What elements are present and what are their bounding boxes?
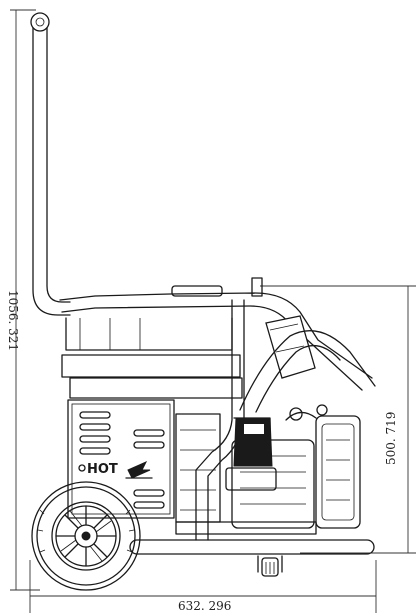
side-panel: HOT <box>67 399 175 519</box>
fuel-filter-black <box>225 417 277 491</box>
dimension-width-total-label: 632. 296 <box>178 599 231 613</box>
dimension-height-frame-label: 500. 719 <box>384 412 398 465</box>
hot-warning-label: HOT <box>78 462 118 477</box>
handle-bar <box>30 12 71 316</box>
muffler <box>315 415 361 529</box>
hot-warning-text: HOT <box>87 462 118 477</box>
dimension-height-frame: 500. 719 <box>260 285 416 554</box>
dimension-width-total: 632. 296 <box>29 560 377 613</box>
wheel-spokes <box>55 505 117 567</box>
hot-surface-icon <box>125 460 153 479</box>
dimension-height-total: 1056. 321 <box>6 9 40 591</box>
dimension-height-total-label: 1056. 321 <box>6 290 20 351</box>
vent-slots <box>79 411 165 509</box>
engine-base <box>175 521 317 535</box>
wheel <box>31 481 141 591</box>
fuel-tank <box>59 277 373 399</box>
support-foot <box>257 555 283 577</box>
